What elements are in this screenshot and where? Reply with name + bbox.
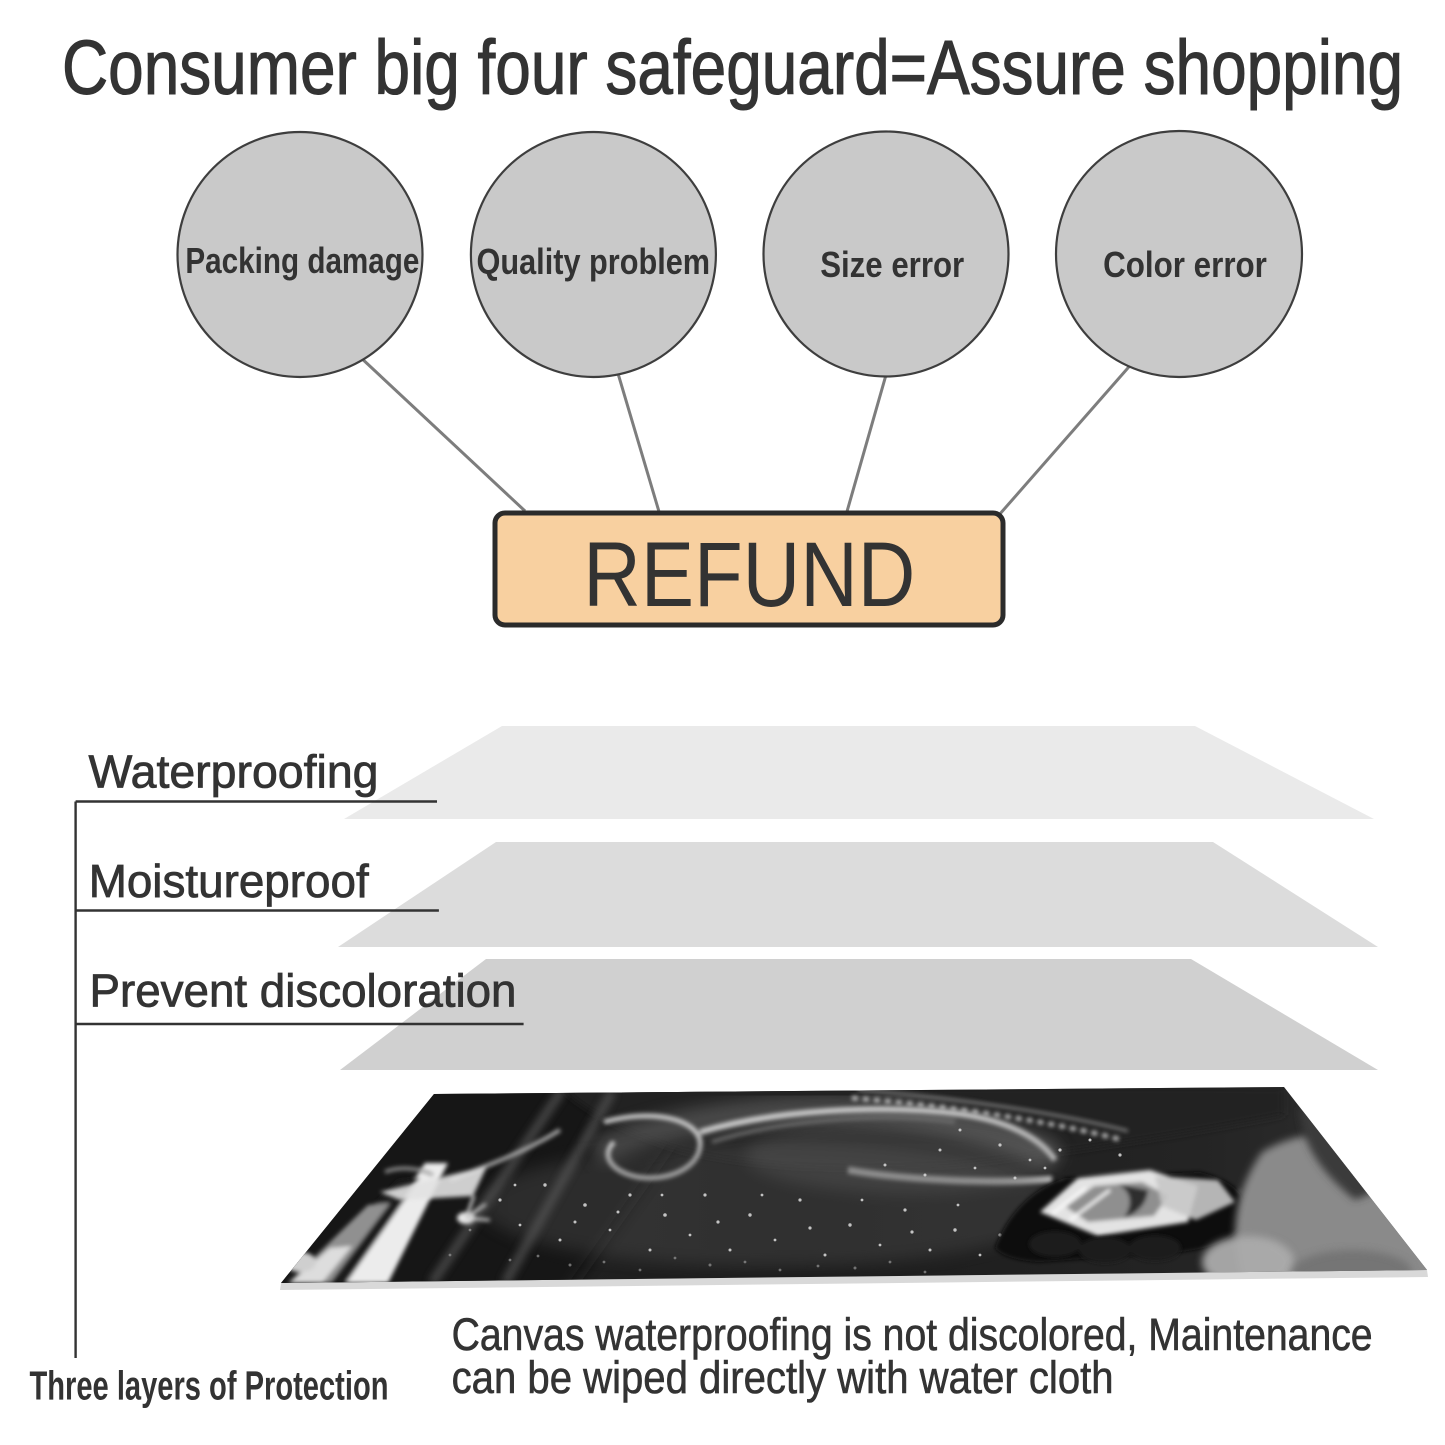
svg-text:Color error: Color error — [1103, 244, 1267, 285]
svg-text:Consumer big four safeguard=As: Consumer big four safeguard=Assure shopp… — [62, 25, 1403, 111]
svg-text:Moistureproof: Moistureproof — [89, 855, 369, 907]
svg-text:Canvas waterproofing is not di: Canvas waterproofing is not discolored, … — [452, 1309, 1373, 1360]
svg-text:Packing damage: Packing damage — [185, 240, 419, 281]
svg-text:Three layers of Protection: Three layers of Protection — [30, 1363, 389, 1409]
svg-text:can be wiped directly with wat: can be wiped directly with water cloth — [452, 1352, 1114, 1403]
svg-text:Prevent discoloration: Prevent discoloration — [90, 965, 517, 1017]
svg-text:Size error: Size error — [820, 244, 964, 285]
svg-text:REFUND: REFUND — [583, 524, 915, 626]
svg-text:Waterproofing: Waterproofing — [89, 746, 379, 798]
svg-text:Quality problem: Quality problem — [477, 241, 711, 282]
